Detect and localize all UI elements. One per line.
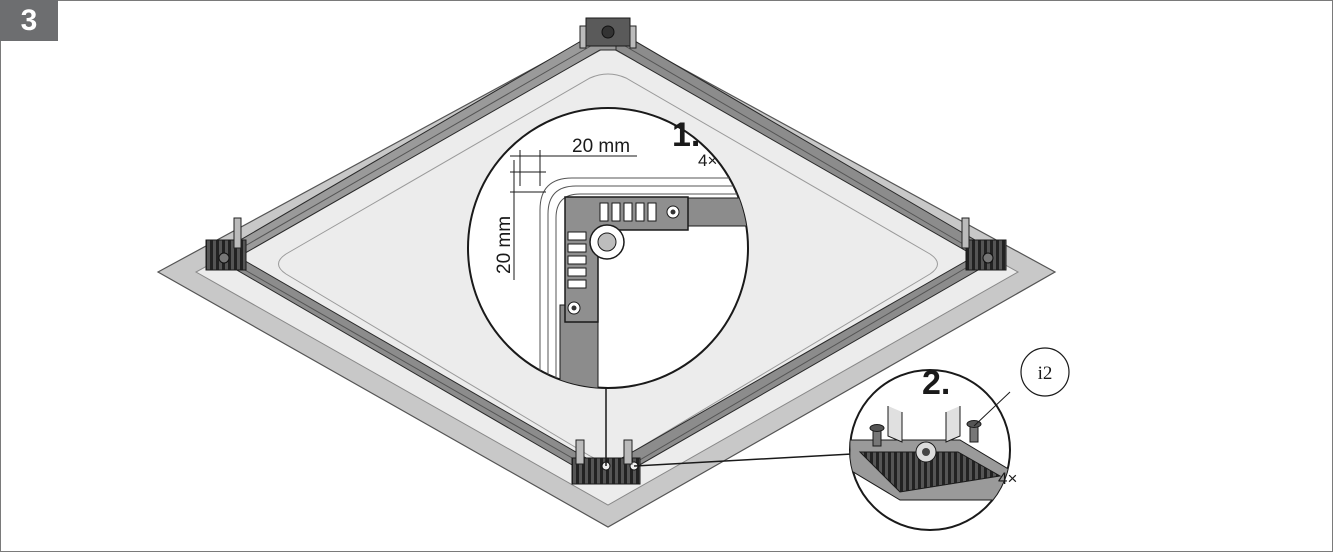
leader-line-2: [633, 453, 853, 467]
step-number-badge: 3: [0, 0, 58, 41]
corner-bracket-top: [579, 17, 637, 49]
dimension-vertical-label: 20 mm: [494, 216, 515, 274]
step-2-count: 4×: [998, 469, 1017, 488]
part-reference-callout: i2: [1020, 347, 1070, 397]
step-1-label: 1.: [672, 116, 700, 154]
detail-1-magnifier: 20 mm 20 mm: [467, 107, 749, 389]
dimension-horizontal-label: 20 mm: [572, 136, 630, 157]
corner-bracket-left: [205, 217, 247, 271]
detail-2-magnifier: [849, 369, 1011, 531]
step-2-label: 2.: [922, 364, 950, 402]
step-1-count: 4×: [698, 151, 717, 170]
corner-bracket-right: [961, 217, 1007, 271]
part-reference-label: i2: [1038, 363, 1053, 384]
